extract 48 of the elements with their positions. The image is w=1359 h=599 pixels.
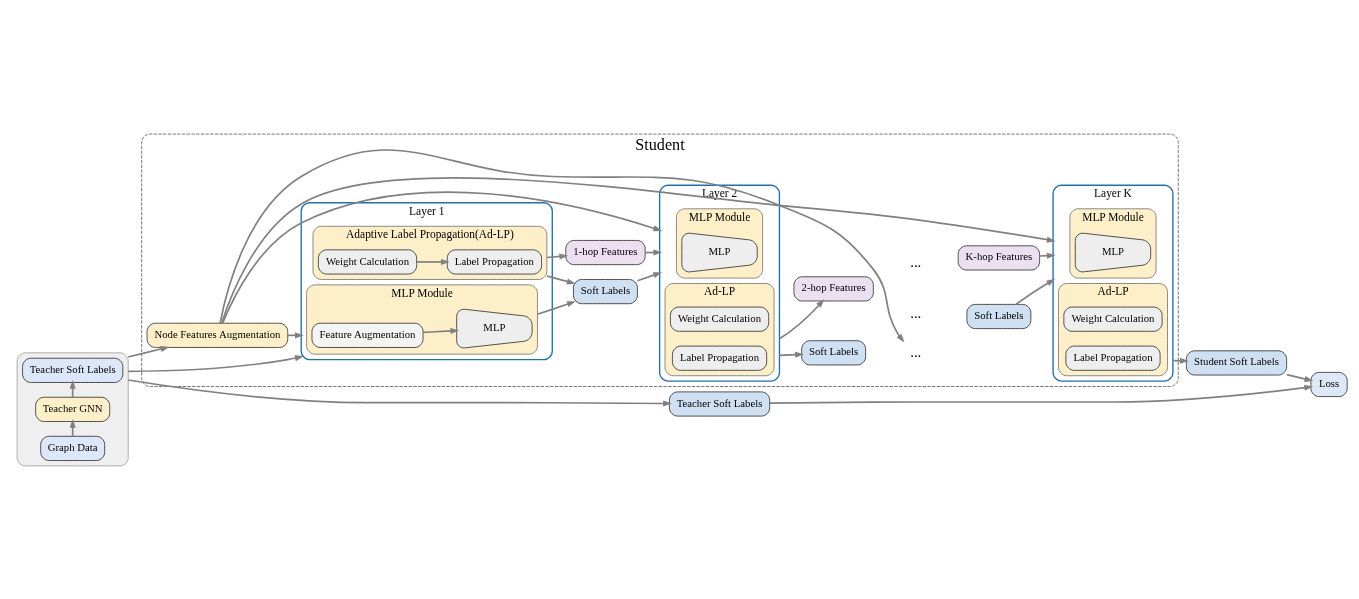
node-box: Soft Labels bbox=[801, 339, 866, 365]
arrow bbox=[778, 298, 825, 340]
node-box: Loss bbox=[1310, 371, 1348, 397]
node-box: Teacher Soft Labels bbox=[669, 391, 771, 416]
node-box: Teacher Soft Labels bbox=[22, 357, 124, 383]
node-text: ... bbox=[910, 343, 922, 360]
arrow bbox=[69, 379, 76, 398]
arrow bbox=[1285, 373, 1314, 382]
arrow bbox=[1015, 278, 1056, 305]
label: ... bbox=[910, 253, 922, 270]
arrow bbox=[1038, 252, 1056, 259]
arrow bbox=[127, 354, 304, 372]
arrow bbox=[422, 327, 460, 334]
arrow bbox=[69, 418, 76, 437]
arrow bbox=[220, 176, 1056, 324]
node-box: Label Propagation bbox=[1065, 345, 1161, 371]
arrow bbox=[287, 331, 304, 338]
node-ellipse: MLP bbox=[681, 232, 758, 272]
node-box: Label Propagation bbox=[672, 345, 767, 371]
arrow bbox=[546, 252, 569, 259]
arrow bbox=[415, 258, 450, 265]
node-box: Soft Labels bbox=[966, 303, 1032, 329]
node-box: 2-hop Features bbox=[793, 275, 874, 301]
arrow bbox=[127, 345, 170, 358]
node-ellipse: MLP bbox=[1074, 232, 1151, 272]
node-box: 1-hop Features bbox=[565, 239, 646, 265]
arrow bbox=[221, 190, 663, 324]
node-box: Soft Labels bbox=[573, 278, 638, 304]
arrow bbox=[127, 378, 672, 407]
node-box: Teacher GNN bbox=[35, 396, 111, 422]
node-box: Weight Calculation bbox=[670, 306, 770, 332]
arrow bbox=[778, 351, 804, 358]
node-box: Label Propagation bbox=[446, 249, 542, 274]
node-box: Graph Data bbox=[40, 435, 105, 461]
node-box: Node Features Augmentation bbox=[146, 322, 289, 348]
arrow bbox=[636, 271, 663, 282]
arrow bbox=[219, 148, 905, 343]
arrow bbox=[536, 300, 576, 315]
arrow bbox=[546, 274, 576, 284]
node-box: Feature Augmentation bbox=[311, 322, 424, 348]
cluster bbox=[16, 352, 129, 466]
label: ... bbox=[910, 304, 922, 321]
node-box: Student Soft Labels bbox=[1186, 350, 1287, 375]
arrow bbox=[769, 384, 1314, 404]
node-box: Weight Calculation bbox=[318, 249, 417, 274]
node-ellipse: MLP bbox=[456, 308, 533, 348]
node-box: Weight Calculation bbox=[1063, 306, 1163, 332]
node-box: K-hop Features bbox=[957, 244, 1040, 270]
